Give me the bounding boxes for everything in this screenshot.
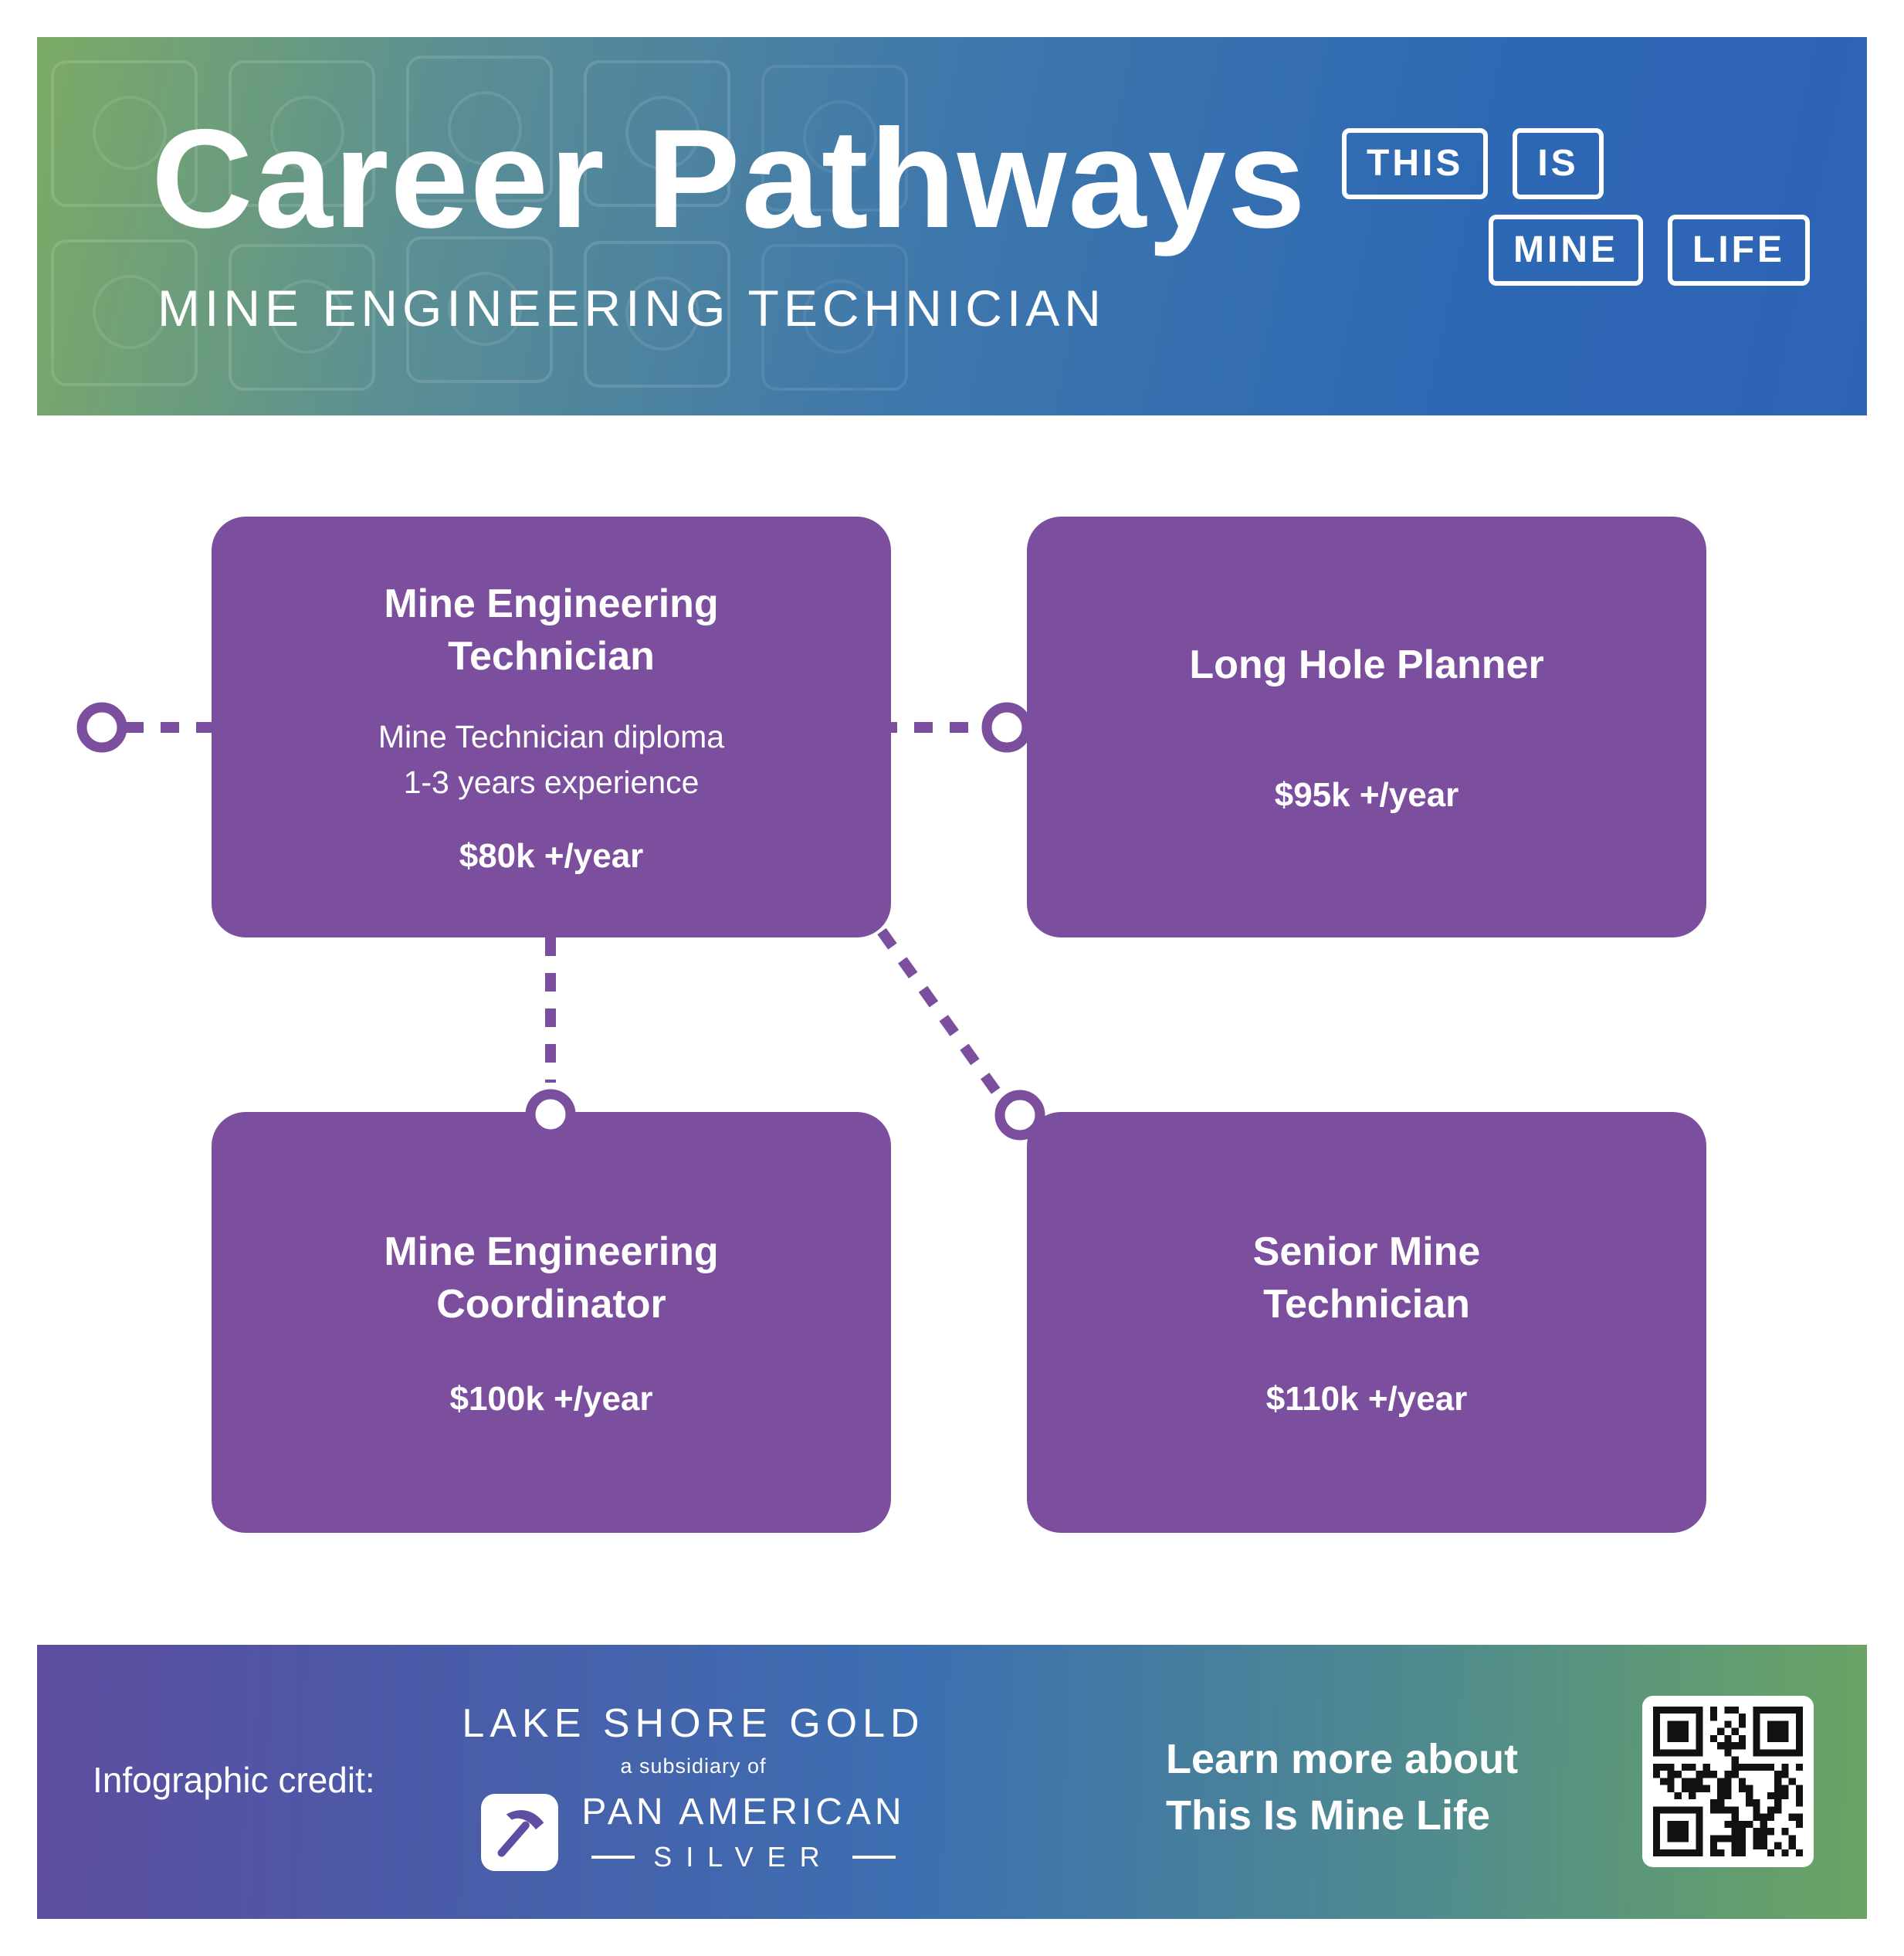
- pan-american-silver-wordmark: PAN AMERICAN SILVER: [581, 1791, 905, 1873]
- decorative-icon: [406, 236, 553, 383]
- lake-shore-gold-name: LAKE SHORE GOLD: [462, 1701, 925, 1746]
- box-salary: $100k +/year: [449, 1380, 653, 1419]
- box-title: Senior Mine Technician: [1252, 1229, 1481, 1327]
- page-subtitle: MINE ENGINEERING TECHNICIAN: [158, 280, 1106, 337]
- subsidiary-note: a subsidiary of: [620, 1754, 767, 1778]
- header-banner: Career Pathways MINE ENGINEERING TECHNIC…: [37, 37, 1867, 415]
- box-salary: $95k +/year: [1274, 776, 1459, 815]
- learn-more-text: Learn more about This Is Mine Life: [1166, 1736, 1519, 1839]
- box-title: Mine Engineering Technician: [384, 581, 719, 680]
- brand-word-this: THIS: [1342, 128, 1489, 199]
- brand-word-life: LIFE: [1668, 215, 1810, 286]
- decorative-icon: [584, 241, 730, 388]
- brand-word-is: IS: [1513, 128, 1604, 199]
- footer-banner: Infographic credit: LAKE SHORE GOLD a su…: [37, 1645, 1867, 1919]
- pathway-box-mine-engineering-technician: Mine Engineering Technician Mine Technic…: [212, 517, 891, 937]
- this-is-mine-life-logo-row-1: THIS IS: [1342, 128, 1604, 199]
- box-title: Mine Engineering Coordinator: [384, 1229, 719, 1327]
- box-salary: $110k +/year: [1265, 1380, 1468, 1419]
- this-is-mine-life-logo-row-2: MINE LIFE: [1489, 215, 1810, 286]
- connector-node: [76, 702, 127, 753]
- lake-shore-gold-logo: LAKE SHORE GOLD a subsidiary of PAN AMER…: [454, 1700, 933, 1873]
- brand-word-mine: MINE: [1489, 215, 1643, 286]
- decorative-icon: [51, 239, 198, 386]
- infographic-credit-label: Infographic credit:: [93, 1760, 375, 1800]
- decorative-icon: [761, 244, 908, 391]
- pathway-box-long-hole-planner: Long Hole Planner $95k +/year: [1027, 517, 1706, 937]
- connector-node: [981, 702, 1032, 753]
- box-title: Long Hole Planner: [1189, 642, 1544, 687]
- box-salary: $80k +/year: [459, 836, 644, 875]
- dash-right: [852, 1856, 896, 1859]
- decorative-icon: [584, 60, 730, 207]
- decorative-icon: [229, 244, 375, 391]
- page-title: Career Pathways: [151, 100, 1307, 257]
- decorative-icon: [51, 60, 198, 207]
- silver-name: SILVER: [653, 1841, 834, 1873]
- pathway-box-mine-engineering-coordinator: Mine Engineering Coordinator $100k +/yea…: [212, 1112, 891, 1533]
- box-details: Mine Technician diploma 1-3 years experi…: [378, 718, 725, 801]
- connector-line-to-senior: [877, 927, 1002, 1097]
- qr-code: [1642, 1696, 1814, 1867]
- pan-american-silver-pickaxe-icon: [481, 1793, 559, 1871]
- dash-left: [591, 1856, 635, 1859]
- decorative-icon: [761, 65, 908, 212]
- decorative-icon: [229, 60, 375, 207]
- pathway-box-senior-mine-technician: Senior Mine Technician $110k +/year: [1027, 1112, 1706, 1533]
- pan-american-name: PAN AMERICAN: [581, 1792, 906, 1832]
- decorative-icon: [406, 56, 553, 202]
